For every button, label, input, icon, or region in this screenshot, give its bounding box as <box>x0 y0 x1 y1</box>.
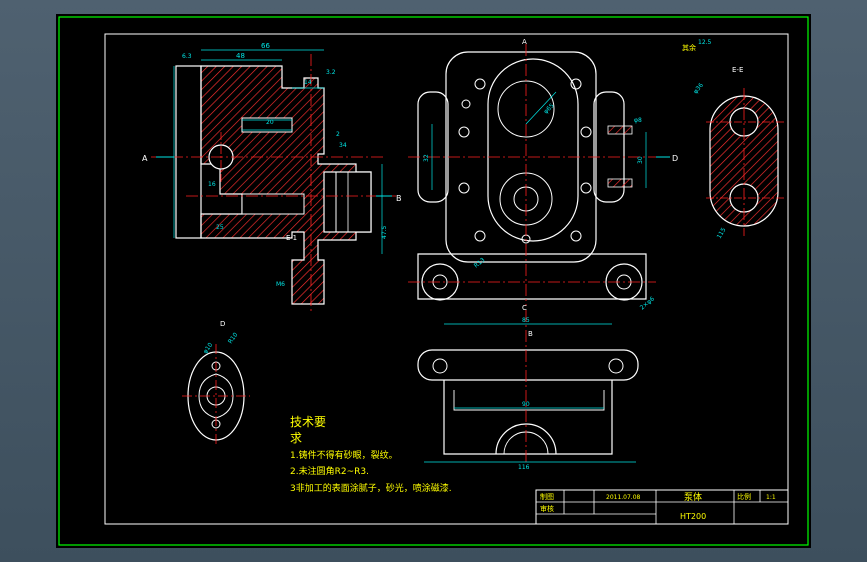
dim-66: 66 <box>261 42 270 50</box>
bottom-view <box>417 310 639 463</box>
bottom-arch <box>495 423 557 455</box>
tb-part-name: 泵体 <box>684 491 702 503</box>
bolt-hole <box>458 182 470 194</box>
view-ee <box>706 88 784 236</box>
bolt-hole <box>570 78 582 90</box>
bottom-body <box>443 380 613 455</box>
label-view-ee: E-E <box>732 66 743 74</box>
rough-12-5: 12.5 <box>698 39 712 46</box>
dim-line <box>525 91 557 125</box>
tech-req-title-1: 技术要 <box>290 415 326 429</box>
bottom-inner <box>453 390 605 411</box>
right-boss-bore <box>323 171 372 233</box>
tech-req-item-1: 1.铸件不得有砂眼，裂纹。 <box>290 449 398 461</box>
bolt-hole <box>474 78 486 90</box>
port-slot <box>607 125 633 135</box>
dim-47-5: 47.5 <box>381 225 388 239</box>
bolt-hole <box>474 230 486 242</box>
rough-6-3: 6.3 <box>182 53 192 60</box>
bottom-plate <box>417 349 639 381</box>
dim-2x: 2×φ6 <box>639 295 656 311</box>
inner-frame <box>104 33 789 525</box>
bottom-channel <box>241 193 305 215</box>
title-block <box>535 489 789 525</box>
view-d <box>182 344 250 446</box>
bolt-hole <box>458 126 470 138</box>
dim-25: 25 <box>216 224 224 231</box>
dim-34: 34 <box>339 142 347 149</box>
bolt-hole <box>570 230 582 242</box>
roughness-note: 其余 <box>682 43 696 52</box>
bolt-hole <box>580 126 592 138</box>
drawing-viewport[interactable]: 48 66 14 20 2 34 16 25 47.5 E 1 M6 3.2 6… <box>56 14 811 548</box>
bolt-hole <box>580 182 592 194</box>
label-section-d-right: D <box>672 154 678 163</box>
dim-r13: R13 <box>473 256 487 269</box>
label-view-d: D <box>220 320 225 328</box>
label-section-c: C <box>522 304 527 312</box>
label-section-b: B <box>396 194 402 203</box>
dim-m6: M6 <box>276 281 285 288</box>
dim-116: 116 <box>518 464 530 471</box>
dim-2: 2 <box>336 131 340 138</box>
dim-phi36: φ36 <box>692 82 705 96</box>
rough-3-2: 3.2 <box>326 69 336 76</box>
dim-90: 90 <box>522 401 530 408</box>
dim-115: 115 <box>716 226 728 240</box>
dim-85: 85 <box>522 317 530 324</box>
bottom-lug-hole <box>608 358 624 374</box>
tb-scale-label: 比例 <box>737 492 751 501</box>
tb-scale-value: 1:1 <box>766 494 776 501</box>
threaded-hole <box>241 117 293 133</box>
port-slot <box>607 178 633 188</box>
title-block-frame <box>535 489 789 525</box>
dim-48: 48 <box>236 52 245 60</box>
dim-30: 30 <box>637 156 644 164</box>
dim-32: 32 <box>423 154 430 162</box>
base-lug-right <box>605 263 643 301</box>
outer-border <box>58 16 809 546</box>
cad-drawing: 48 66 14 20 2 34 16 25 47.5 E 1 M6 3.2 6… <box>58 16 809 546</box>
tb-row1-label: 制图 <box>540 492 554 501</box>
dim-4x: φ8 <box>634 117 642 124</box>
base-plate <box>417 253 647 300</box>
dim-20: 20 <box>266 119 274 126</box>
label-section-b-bottom: B <box>528 330 533 338</box>
gear-cavity <box>487 58 579 242</box>
tech-req-title-2: 求 <box>290 431 302 445</box>
dim-phi10: φ10 <box>202 341 214 355</box>
section-view-main <box>151 49 396 314</box>
pin-hole <box>461 99 471 109</box>
left-flange <box>175 65 202 239</box>
tb-row2-label: 审核 <box>540 504 554 513</box>
dim-14: 14 <box>304 79 312 86</box>
front-flange-left <box>417 91 449 203</box>
tech-req-item-3: 3非加工的表面涂腻子，砂光，喷涂磁漆. <box>290 482 452 494</box>
front-view <box>408 44 670 306</box>
dim-16: 16 <box>208 181 216 188</box>
tech-req-item-2: 2.未注圆角R2~R3. <box>290 465 369 477</box>
tb-material: HT200 <box>680 512 706 521</box>
label-section-a-top: A <box>522 38 527 46</box>
bottom-lug-hole <box>432 358 448 374</box>
dim-e1: E 1 <box>286 234 297 242</box>
front-flange-right <box>593 91 625 203</box>
dim-r10: R10 <box>227 331 240 345</box>
label-section-a: A <box>142 154 148 163</box>
tb-date: 2011.07.08 <box>606 494 641 501</box>
